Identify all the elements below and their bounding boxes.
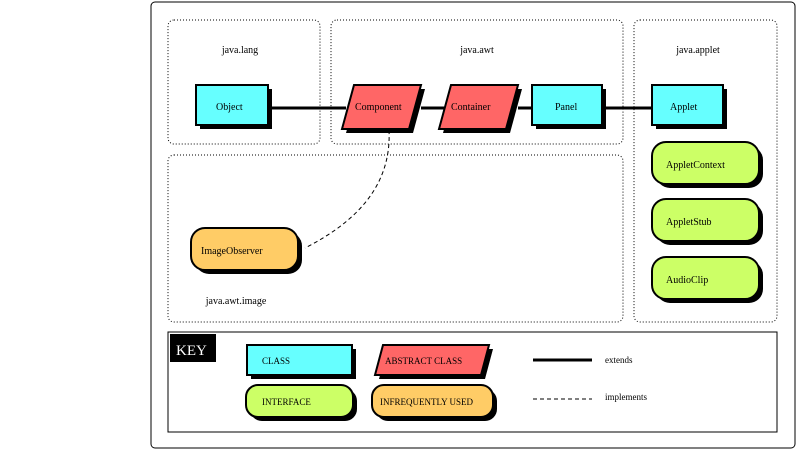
package-java-awt-image-box: [167, 154, 624, 323]
key-title: KEY: [176, 343, 207, 359]
interface-node-appletcontext[interactable]: AppletContext: [651, 141, 763, 188]
infrequent-node-imageobserver[interactable]: ImageObserver: [190, 227, 302, 274]
key-abstract-class-label: ABSTRACT CLASS: [385, 356, 462, 366]
key-title-bg: [170, 334, 216, 362]
implements-line-component-imageobserver: [304, 129, 390, 249]
class-node-panel[interactable]: Panel: [531, 84, 606, 129]
package-java-awt-box: [330, 19, 624, 145]
key-class-swatch: CLASS: [246, 344, 356, 379]
abstract-class-node-container[interactable]: Container: [437, 84, 522, 133]
abstract-class-node-component[interactable]: Component: [340, 84, 425, 133]
interface-node-appletstub[interactable]: AppletStub: [651, 198, 763, 245]
object-label: Object: [216, 102, 243, 113]
key-infrequently-used-swatch: INFREQUENTLY USED: [371, 384, 497, 421]
package-java-applet-label: java.applet: [675, 45, 720, 56]
key-abstract-class-swatch: ABSTRACT CLASS: [373, 344, 493, 379]
class-node-applet[interactable]: Applet: [651, 84, 727, 129]
applet-label: Applet: [670, 102, 697, 113]
package-java-awt-label: java.awt: [459, 45, 494, 56]
key-infrequently-used-label: INFREQUENTLY USED: [380, 397, 474, 407]
package-java-awt-image-label: java.awt.image: [205, 296, 267, 307]
component-label: Component: [355, 102, 402, 113]
package-java-lang-box: [167, 19, 321, 145]
key-interface-label: INTERFACE: [262, 397, 311, 407]
interface-node-audioclip[interactable]: AudioClip: [651, 256, 763, 303]
key-class-label: CLASS: [262, 356, 290, 366]
imageobserver-label: ImageObserver: [201, 246, 263, 257]
container-label: Container: [451, 102, 491, 113]
class-node-object[interactable]: Object: [195, 84, 272, 129]
panel-label: Panel: [555, 102, 577, 113]
package-java-applet-box: [633, 19, 778, 323]
key-extends-label: extends: [605, 355, 633, 365]
key-interface-swatch: INTERFACE: [245, 384, 357, 421]
key-implements-label: implements: [605, 392, 647, 402]
audioclip-label: AudioClip: [666, 275, 708, 286]
appletstub-label: AppletStub: [666, 217, 712, 228]
package-java-lang-label: java.lang: [221, 45, 258, 56]
appletcontext-label: AppletContext: [666, 160, 725, 171]
